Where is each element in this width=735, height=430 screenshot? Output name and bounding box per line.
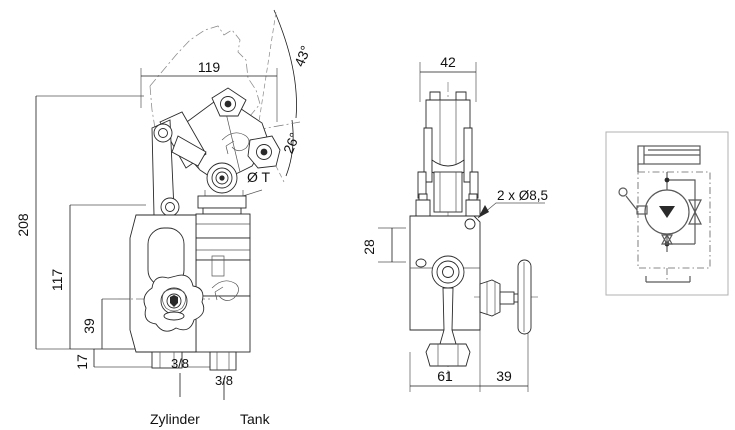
dim-28-label: 28 bbox=[361, 239, 377, 255]
release-knob bbox=[143, 274, 205, 332]
dim-61-label: 61 bbox=[437, 368, 453, 384]
lever-side bbox=[415, 91, 481, 217]
schematic-check-valve-lower bbox=[660, 233, 674, 246]
schematic-relief-valve bbox=[688, 199, 702, 225]
cylinder-thread-label: 3/8 bbox=[171, 356, 189, 371]
side-view-group: 42 28 61 39 2 x Ø8,5 bbox=[361, 54, 548, 392]
pump-cylinder-front bbox=[195, 195, 251, 371]
tank-port-label: Tank bbox=[240, 411, 271, 427]
tank-thread-label: 3/8 bbox=[215, 373, 233, 388]
dim-17-label: 17 bbox=[74, 354, 90, 370]
dim-119-group bbox=[140, 68, 278, 122]
dim-117-label: 117 bbox=[49, 269, 65, 292]
schematic-lever bbox=[618, 187, 648, 215]
schematic-junction-upper bbox=[664, 177, 670, 183]
release-knob-side bbox=[479, 259, 532, 335]
front-view-group: 43° 26° 119 208 117 bbox=[15, 9, 314, 427]
dim-39-label: 39 bbox=[81, 318, 97, 334]
hole-callout-label: 2 x Ø8,5 bbox=[497, 188, 548, 203]
valve-body-side bbox=[409, 215, 540, 367]
cylinder-port-label: Zylinder bbox=[150, 411, 200, 427]
dim-28-group bbox=[378, 227, 406, 263]
hydraulic-schematic-group bbox=[605, 131, 729, 296]
angle-43-label: 43° bbox=[291, 43, 314, 69]
angle-26-label: 26° bbox=[280, 130, 303, 156]
schematic-cylinder bbox=[637, 145, 701, 165]
dim-42-group bbox=[419, 62, 477, 102]
dim-208-label: 208 bbox=[15, 213, 31, 237]
port-callouts bbox=[179, 373, 225, 400]
dim-39-label: 39 bbox=[496, 368, 512, 384]
schematic-pump bbox=[644, 189, 690, 235]
dim-119-label: 119 bbox=[198, 59, 221, 75]
hole-callout-leader bbox=[477, 202, 545, 219]
diameter-t-label: Ø T bbox=[247, 169, 271, 185]
dim-42-label: 42 bbox=[440, 54, 456, 70]
valve-body-front bbox=[118, 214, 210, 369]
